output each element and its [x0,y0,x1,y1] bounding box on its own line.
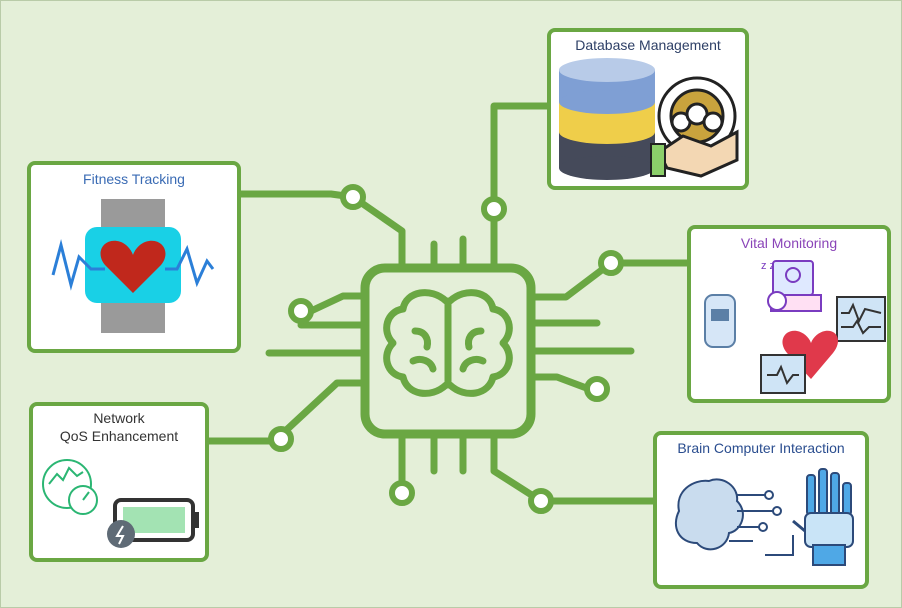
circuit-node [389,480,415,506]
chip-pin [527,259,615,301]
circuit-node [288,298,314,324]
network-battery-icon [42,459,199,548]
circuit-node [528,488,554,514]
chip-pin [349,193,406,272]
brain-chip-icon [383,289,513,397]
circuit-node [268,426,294,452]
connector-fitness [235,190,357,201]
circuit-node [340,184,366,210]
fitness-tracking-title: Fitness Tracking [83,171,185,187]
chip-pin [527,373,593,393]
connector-database [490,102,551,213]
vital-monitoring-title: Vital Monitoring [740,235,838,251]
circuit-node [584,376,610,402]
card-network-qos: Network QoS Enhancement [29,402,209,562]
network-title-line1: Network [93,410,145,426]
chip-pin [490,430,545,505]
brain-computer-interaction-title: Brain Computer Interaction [677,440,845,456]
network-title-line2: QoS Enhancement [59,428,179,444]
card-fitness-tracking: Fitness Tracking [27,161,241,353]
circuit-node [598,250,624,276]
card-vital-monitoring: Vital Monitoring z z [687,225,891,403]
smartwatch-heart-icon [51,199,215,333]
card-database-management: Database Management [547,28,749,190]
chip-pin [277,379,369,439]
svg-text:z z: z z [761,260,775,272]
circuit-node [481,196,507,222]
chip-pin [307,292,369,315]
database-handshake-icon [559,58,739,180]
vital-monitor-icons: z z [704,260,886,394]
brain-robot-hand-icon [674,468,854,566]
database-management-title: Database Management [575,37,721,53]
card-brain-computer-interaction: Brain Computer Interaction [653,431,869,589]
